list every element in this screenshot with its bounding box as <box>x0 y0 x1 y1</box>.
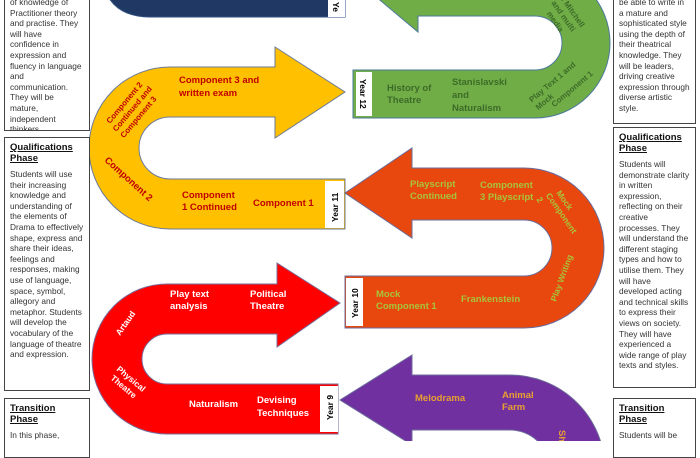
curriculum-roadmap: Ye Year 12 History of Theatre Stanislavs… <box>88 0 611 441</box>
year9-label-box <box>320 386 338 432</box>
year13-label: Ye <box>331 2 341 12</box>
green-history-2: Theatre <box>387 95 421 106</box>
left-box-transition-title: Transition Phase <box>10 403 56 425</box>
year12-arrow <box>352 0 611 119</box>
orange-playscript-1: Playscript <box>410 179 456 190</box>
purple-animal-2: Farm <box>502 402 525 413</box>
year13-band <box>109 0 346 18</box>
red-playtext-2: analysis <box>170 301 208 312</box>
red-naturalism: Naturalism <box>189 399 238 410</box>
right-box-qualifications: Qualifications Phase Students will demon… <box>613 127 696 388</box>
orange-mock1-1: Mock <box>376 289 401 300</box>
orange-playscript-2: Continued <box>410 191 457 202</box>
year9-arrow <box>91 262 341 435</box>
yellow-c3-1: Component 3 and <box>179 75 259 86</box>
year10-arrow <box>344 147 605 329</box>
red-devising-1: Devising <box>257 395 297 406</box>
left-box-top: of knowledge of Practitioner theory and … <box>4 0 90 131</box>
green-stan-1: Stanislavski <box>452 77 507 88</box>
yellow-c3-2: written exam <box>178 88 237 99</box>
year11-label: Year 11 <box>330 192 340 222</box>
year9-label: Year 9 <box>325 395 335 420</box>
purple-melodrama: Melodrama <box>415 393 466 404</box>
right-box-top-text: be able to write in a mature and sophist… <box>619 0 690 113</box>
orange-mock1-2: Component 1 <box>376 301 437 312</box>
left-box-transition: Transition Phase In this phase, <box>4 398 90 458</box>
green-history-1: History of <box>387 83 432 94</box>
left-box-qualifications-title: Qualifications Phase <box>10 142 73 164</box>
right-box-top: be able to write in a mature and sophist… <box>613 0 696 124</box>
orange-frankenstein: Frankenstein <box>461 294 520 305</box>
right-box-transition: Transition Phase Students will be <box>613 398 696 458</box>
right-box-qualifications-text: Students will demonstrate clarity in wri… <box>619 159 690 371</box>
year10-label-box <box>346 278 363 326</box>
purple-sh: Sh <box>556 430 567 441</box>
right-box-transition-title: Transition Phase <box>619 403 665 425</box>
left-box-top-text: of knowledge of Practitioner theory and … <box>10 0 82 131</box>
red-playtext-1: Play text <box>170 289 210 300</box>
red-devising-2: Techniques <box>257 408 309 419</box>
red-political-2: Theatre <box>250 301 284 312</box>
yellow-c1c-1: Component <box>182 190 236 201</box>
right-box-transition-text: Students will be <box>619 430 678 440</box>
green-stan-3: Naturalism <box>452 103 501 114</box>
year11-label-box <box>325 181 344 228</box>
purple-animal-1: Animal <box>502 390 534 401</box>
year13-label-box <box>328 0 345 17</box>
left-box-qualifications: Qualifications Phase Students will use t… <box>4 137 90 391</box>
year12-label: Year 12 <box>358 79 368 109</box>
orange-c3p-2: 3 Playscript <box>480 192 534 203</box>
year8-arrow <box>339 354 601 441</box>
orange-mock2-3: 2 <box>535 195 546 205</box>
yellow-c1: Component 1 <box>253 198 314 209</box>
green-stan-2: and <box>452 90 469 101</box>
orange-c3p-1: Component <box>480 180 534 191</box>
right-box-qualifications-title: Qualifications Phase <box>619 132 682 154</box>
red-political-1: Political <box>250 289 286 300</box>
left-box-transition-text: In this phase, <box>10 430 60 440</box>
year11-arrow <box>88 46 346 230</box>
left-box-qualifications-text: Students will use their increasing knowl… <box>10 169 84 360</box>
year12-label-box <box>356 72 372 116</box>
yellow-c1c-2: 1 Continued <box>182 202 237 213</box>
year10-label: Year 10 <box>350 288 360 318</box>
